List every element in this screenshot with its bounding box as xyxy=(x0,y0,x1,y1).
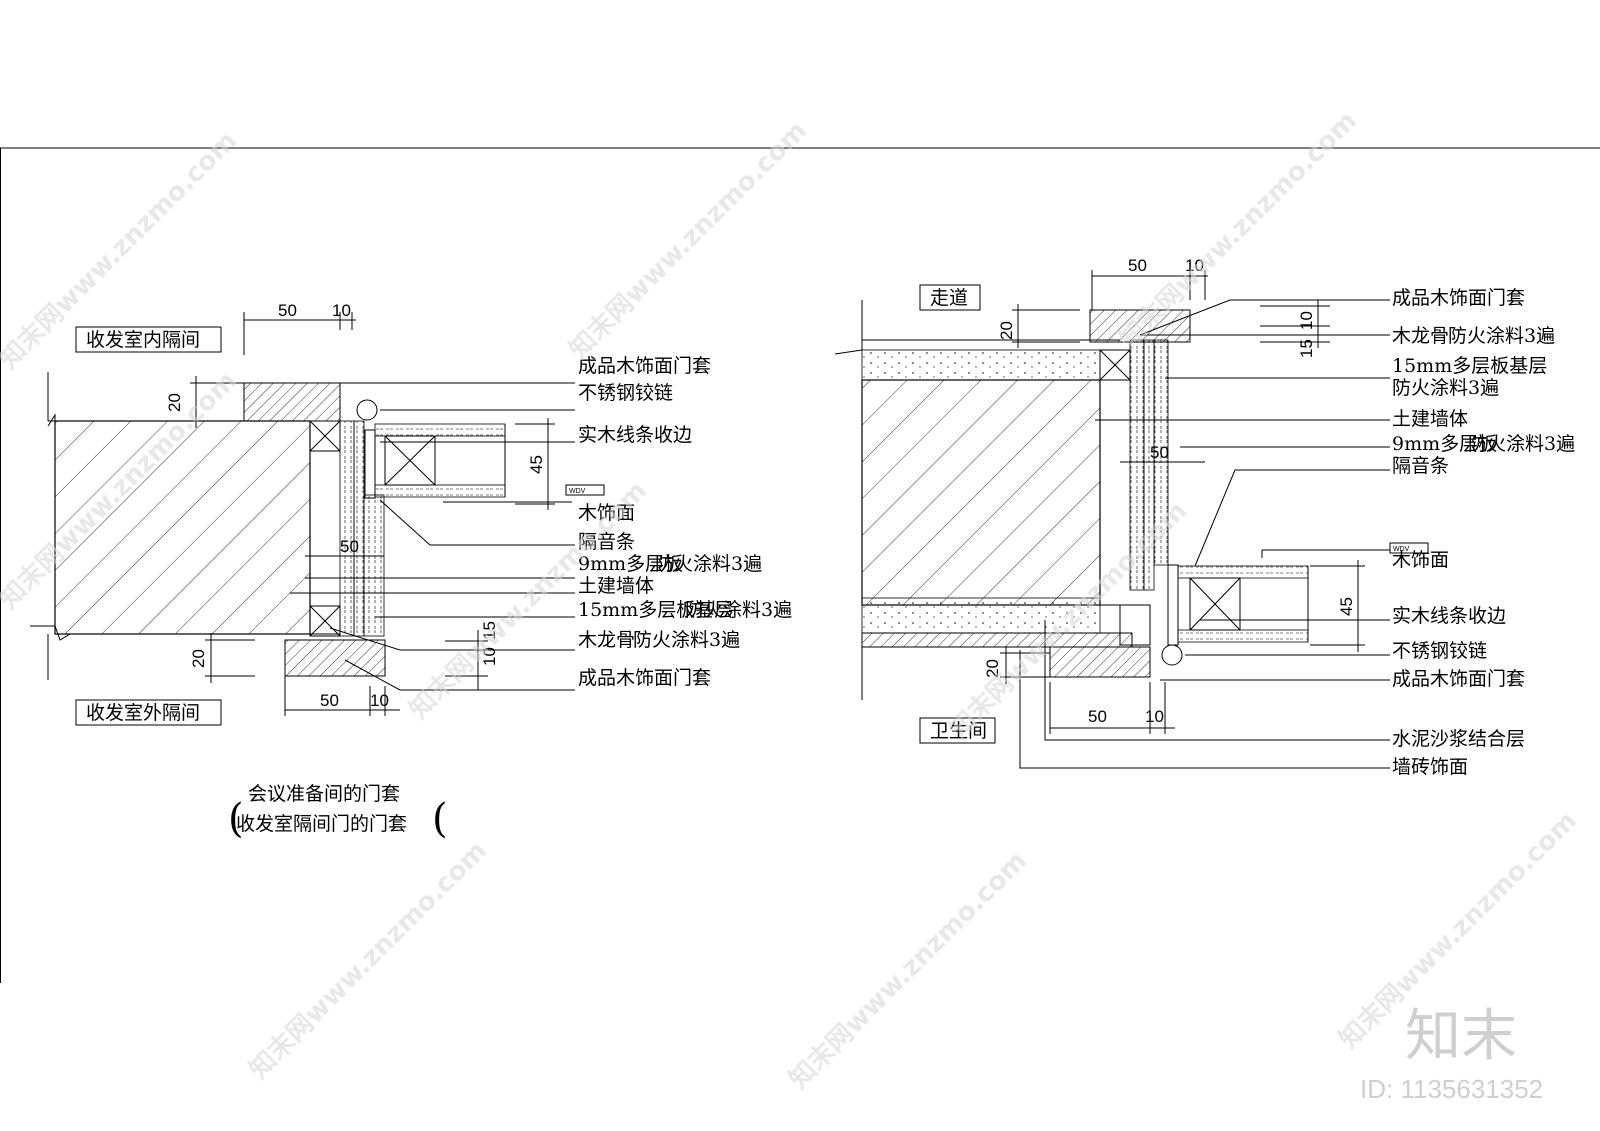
frame xyxy=(0,147,1600,983)
dim: 20 xyxy=(189,649,208,668)
dim: 45 xyxy=(1337,597,1356,616)
watermark-text: 知末网www.znzmo.com xyxy=(784,846,1033,1095)
dim: 50 xyxy=(320,691,339,710)
callout: 成品木饰面门套 xyxy=(1392,287,1525,309)
dim: 50 xyxy=(1150,443,1169,462)
callout: 不锈钢铰链 xyxy=(578,382,673,404)
callout: 实木线条收边 xyxy=(578,424,692,446)
dim: 10 xyxy=(480,647,499,666)
callout: 防火涂料3遍 xyxy=(1392,377,1499,399)
callout: 木饰面 xyxy=(578,502,635,524)
dim: 10 xyxy=(370,691,389,710)
callout: 土建墙体 xyxy=(578,575,654,597)
dim: 20 xyxy=(165,393,184,412)
dim: 15 xyxy=(1297,339,1316,358)
callout: 成品木饰面门套 xyxy=(1392,668,1525,690)
callout: 木龙骨 xyxy=(1392,325,1449,347)
dim: 10 xyxy=(1145,707,1164,726)
callout: 防火涂料3遍 xyxy=(685,599,792,621)
callout: 实木线条收边 xyxy=(1392,605,1506,627)
paren: ( xyxy=(228,796,244,842)
watermark-text: 知末网www.znzmo.com xyxy=(564,116,813,365)
callout: 15mm多层板基层 xyxy=(1392,355,1547,377)
dim: 50 xyxy=(1128,256,1147,275)
dim: 20 xyxy=(983,659,1002,678)
callout: 15mm多层板基层 xyxy=(578,599,733,621)
left-detail xyxy=(30,312,605,716)
callout: 防火涂料3遍 xyxy=(1468,433,1575,455)
caption: 会议准备间的门套 xyxy=(248,783,400,805)
callout: 墙砖饰面 xyxy=(1392,756,1468,778)
dim: 50 xyxy=(278,301,297,320)
brand-id: ID: 1135631352 xyxy=(1360,1074,1543,1104)
brand-logo: 知末 xyxy=(1405,1004,1517,1069)
dim: 50 xyxy=(1088,707,1107,726)
right-detail xyxy=(834,270,1429,769)
dim: 50 xyxy=(340,537,359,556)
dim: 15 xyxy=(480,621,499,640)
right-room-top-box xyxy=(919,284,981,311)
callout: 9mm多层板 xyxy=(578,553,683,575)
callout: 水泥沙浆结合层 xyxy=(1392,728,1525,750)
callout: 不锈钢铰链 xyxy=(1392,640,1487,662)
callout: 土建墙体 xyxy=(1392,408,1468,430)
left-room-top: 收发室内隔间 xyxy=(86,329,200,351)
callout: 成品木饰面门套 xyxy=(578,667,711,689)
callout: 隔音条 xyxy=(1392,455,1449,477)
caption: 收发室隔间门的门套 xyxy=(236,813,407,835)
callout: 防火涂料3遍 xyxy=(655,553,762,575)
right-room-top: 走道 xyxy=(930,287,968,309)
tag: WDV xyxy=(1393,546,1410,553)
paren: ( xyxy=(432,796,448,842)
right-room-bottom: 卫生间 xyxy=(930,720,987,742)
dim: 10 xyxy=(1185,256,1204,275)
callout: 成品木饰面门套 xyxy=(578,355,711,377)
left-room-bottom: 收发室外隔间 xyxy=(86,702,200,724)
tag: WDV xyxy=(569,488,586,495)
dim: 10 xyxy=(332,301,351,320)
dim: 20 xyxy=(997,321,1016,340)
watermark-text: 知末网www.znzmo.com xyxy=(244,836,493,1085)
callout: 隔音条 xyxy=(578,531,635,553)
callout: 木龙骨 xyxy=(578,629,635,651)
callout: 防火涂料3遍 xyxy=(633,629,740,651)
callout: 木饰面 xyxy=(1392,549,1449,571)
left-room-top-box xyxy=(75,326,222,353)
callout: 9mm多层板 xyxy=(1392,433,1497,455)
dim: 10 xyxy=(1297,311,1316,330)
right-room-bottom-box xyxy=(919,717,996,744)
left-room-bottom-box xyxy=(75,699,222,726)
callout: 防火涂料3遍 xyxy=(1448,325,1555,347)
watermark-text: 知末网www.znzmo.com xyxy=(1114,106,1363,355)
dim: 45 xyxy=(527,455,546,474)
